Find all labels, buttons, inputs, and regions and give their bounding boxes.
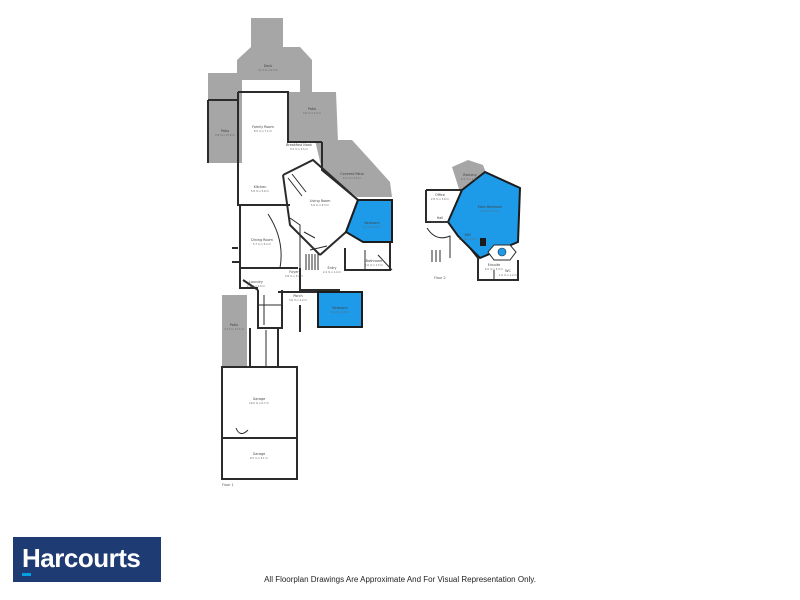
room-dims-bathroom-1: 2.6 m x 1.5 m [365, 263, 384, 267]
room-name-patio-top: Patio [308, 107, 316, 111]
floor-2-label: Floor 2 [434, 276, 446, 280]
room-dims-dining-room: 5.7 m x 5.2 m [253, 242, 272, 246]
room-dims-wic: 2.5 m x 1.5 m [459, 237, 478, 241]
room-dims-primary-bedroom: 7.0 m x 7.5 m [481, 209, 500, 213]
patio-top-area [288, 92, 338, 142]
room-dims-family-room: 8.5 m x 7.1 m [254, 129, 273, 133]
room-name-foyer: Foyer [289, 270, 299, 274]
room-name-covered-patio: Covered Patio [340, 172, 364, 176]
deck-area [237, 18, 312, 92]
room-name-wic: WIC [465, 233, 472, 237]
room-dims-garage-2: 9.5 m x 5.1 m [250, 456, 269, 460]
room-dims-entry: 2.4 m x 1.4 m [323, 270, 342, 274]
logo-accent-bar [22, 573, 31, 576]
room-dims-deck: 11.3 m x 6.5 m [258, 68, 278, 72]
covered-patio-area [315, 140, 392, 197]
floor-1-label: Floor 1 [222, 483, 234, 487]
room-name-bedroom-1: Bedroom [364, 221, 380, 225]
room-dims-laundry: 2.1 m x 2.6 m [247, 284, 266, 288]
room-name-porch: Porch [293, 294, 302, 298]
room-name-laundry: Laundry [249, 280, 263, 284]
room-name-office: Office [435, 193, 445, 197]
room-name-entry: Entry [327, 266, 336, 270]
patio-left-area [208, 73, 242, 163]
room-name-deck: Deck [264, 64, 273, 68]
logo-wordmark: Harcourts [22, 543, 141, 573]
room-dims-hall: 3.4 m x 2.6 m [431, 220, 450, 224]
room-name-dining-room: Dining Room [251, 238, 273, 242]
room-dims-office: 2.8 m x 3.6 m [431, 197, 450, 201]
room-dims-patio-lower: 3.7 m x 11.5 m [224, 327, 244, 331]
room-name-kitchen: Kitchen [254, 185, 267, 189]
garage-walls [221, 366, 298, 480]
room-dims-breakfast-nook: 3.2 m x 4.5 m [290, 147, 309, 151]
room-name-living-room: Living Room [310, 199, 332, 203]
harcourts-logo: Harcourts [13, 537, 161, 582]
room-name-bathroom-1: Bathroom [366, 259, 383, 263]
room-name-garage-2: Garage [253, 452, 265, 456]
room-name-wc: WC [505, 269, 511, 273]
room-dims-garage-1: 10.0 m x 6.7 m [249, 401, 269, 405]
room-name-hall: Hall [437, 216, 444, 220]
floor-1-walls [207, 91, 393, 367]
patio-lower-area [222, 295, 247, 367]
room-dims-kitchen: 5.8 m x 5.6 m [251, 189, 270, 193]
room-name-breakfast-nook: Breakfast Nook [286, 143, 312, 147]
room-dims-foyer: 3.8 m x 3.7 m [285, 274, 304, 278]
bath-icon [497, 247, 507, 257]
room-name-primary-bedroom: Main Bedroom [478, 205, 503, 209]
disclaimer-text: All Floorplan Drawings Are Approximate A… [264, 575, 536, 584]
room-name-patio-lower: Patio [230, 323, 238, 327]
room-dims-patio-top: 3.8 m x 4.3 m [303, 111, 322, 115]
bedroom-2-fill [317, 291, 363, 328]
wic-block [480, 238, 486, 246]
room-dims-bedroom-2: 4.9 m x 4.0 m [331, 310, 350, 314]
room-dims-wc: 1.6 m x 1.2 m [499, 273, 518, 277]
room-name-patio-left: Patio [221, 129, 229, 133]
bedroom-1-fill [344, 199, 393, 243]
room-name-balcony: Balcony [463, 173, 476, 177]
room-dims-covered-patio: 6.2 m x 3.6 m [343, 176, 362, 180]
room-dims-balcony: 4.4 m x 1.8 m [461, 177, 480, 181]
room-name-garage-1: Garage [253, 397, 265, 401]
room-dims-ensuite: 4.0 m x 3.4 m [485, 267, 504, 271]
stair-icon [287, 173, 319, 270]
room-dims-porch: 3.6 m x 2.2 m [289, 298, 308, 302]
room-name-bedroom-2: Bedroom [332, 306, 348, 310]
room-dims-bedroom-1: 4.1 m x 4.7 m [363, 225, 382, 229]
room-name-family-room: Family Room [252, 125, 274, 129]
room-dims-patio-left: 2.8 m x 13.0 m [215, 133, 235, 137]
room-name-ensuite: Ensuite [488, 263, 501, 267]
room-dims-living-room: 5.9 m x 8.3 m [311, 203, 330, 207]
